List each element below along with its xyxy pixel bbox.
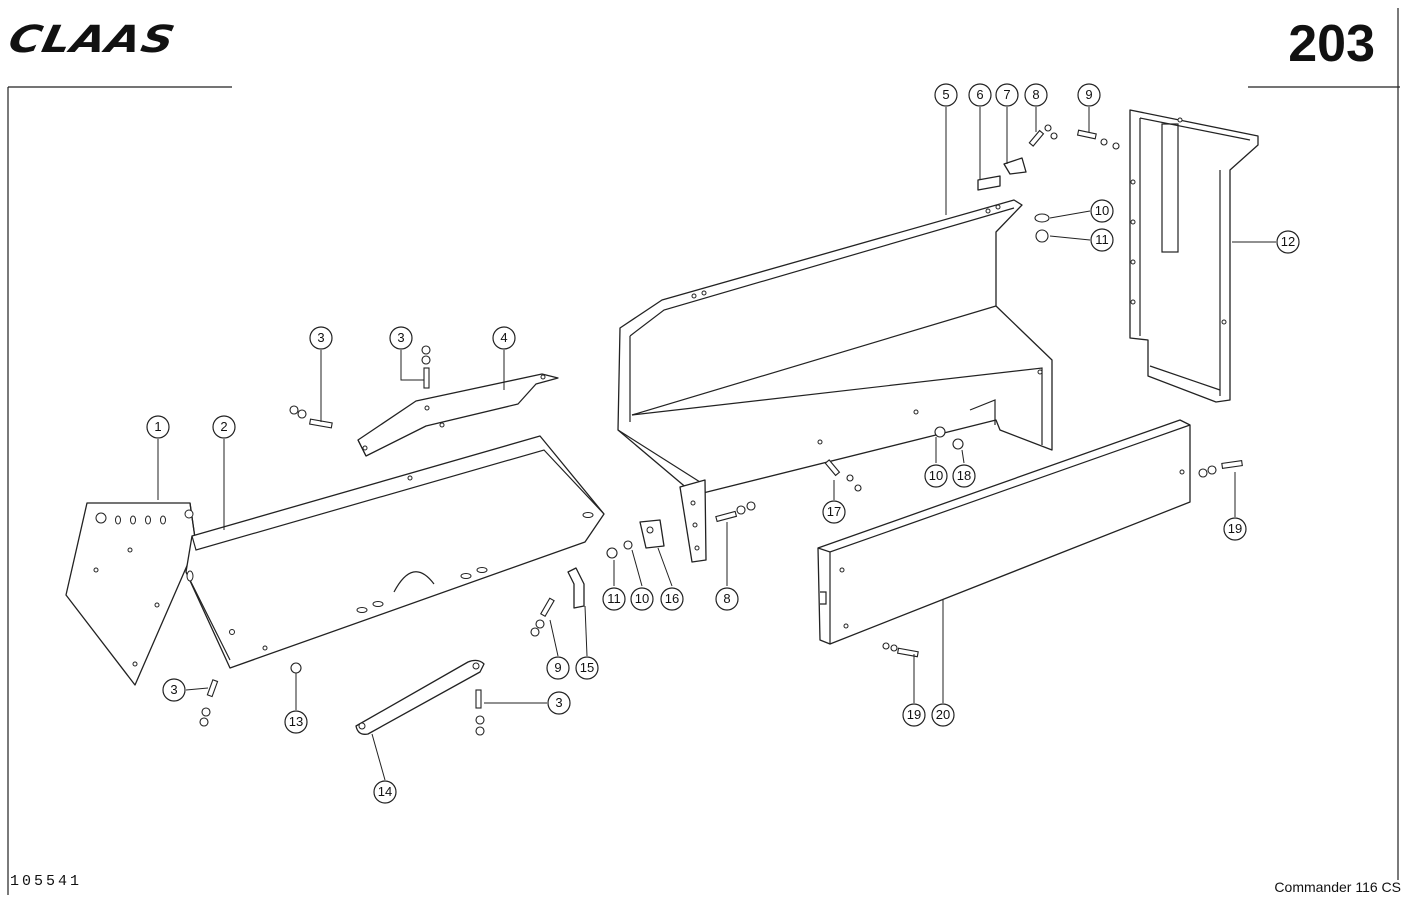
callout-10a: 10 bbox=[1090, 199, 1114, 223]
svg-text:1: 1 bbox=[154, 419, 161, 434]
svg-text:13: 13 bbox=[289, 714, 303, 729]
part-1-side-plate bbox=[65, 502, 197, 686]
callout-15: 15 bbox=[575, 656, 599, 680]
callout-3a: 3 bbox=[309, 326, 333, 350]
callout-18: 18 bbox=[952, 464, 976, 488]
svg-text:4: 4 bbox=[500, 330, 507, 345]
svg-text:11: 11 bbox=[1095, 232, 1109, 247]
svg-text:7: 7 bbox=[1003, 87, 1010, 102]
svg-text:17: 17 bbox=[827, 504, 841, 519]
drawing-number: 105541 bbox=[10, 873, 83, 890]
callout-7: 7 bbox=[995, 83, 1019, 107]
callout-20: 20 bbox=[931, 703, 955, 727]
callout-3b: 3 bbox=[389, 326, 413, 350]
callout-4: 4 bbox=[492, 326, 516, 350]
svg-text:18: 18 bbox=[957, 468, 971, 483]
callout-3d: 3 bbox=[162, 678, 186, 702]
model-name: Commander 116 CS bbox=[1274, 879, 1401, 895]
callout-8b: 8 bbox=[715, 587, 739, 611]
callout-5: 5 bbox=[934, 83, 958, 107]
svg-text:3: 3 bbox=[555, 695, 562, 710]
part-16-plate bbox=[639, 519, 665, 549]
callout-19b: 19 bbox=[902, 703, 926, 727]
callout-12: 12 bbox=[1276, 230, 1300, 254]
hardware-fasteners bbox=[199, 124, 1243, 736]
callout-16: 16 bbox=[660, 587, 684, 611]
callout-9a: 9 bbox=[1077, 83, 1101, 107]
part-6-tab bbox=[977, 175, 1001, 191]
part-20-rail bbox=[817, 419, 1191, 645]
svg-text:15: 15 bbox=[580, 660, 594, 675]
svg-text:3: 3 bbox=[317, 330, 324, 345]
part-2-long-guard bbox=[185, 435, 605, 669]
callout-6: 6 bbox=[968, 83, 992, 107]
callout-8a: 8 bbox=[1024, 83, 1048, 107]
callout-17: 17 bbox=[822, 500, 846, 524]
leader-lines bbox=[157, 107, 1276, 781]
part-5-main-cover bbox=[617, 199, 1053, 563]
page-frame bbox=[7, 8, 1400, 895]
svg-text:12: 12 bbox=[1281, 234, 1295, 249]
part-4-bracket-strip bbox=[357, 373, 559, 457]
svg-text:11: 11 bbox=[607, 591, 621, 606]
callout-1: 1 bbox=[146, 415, 170, 439]
callout-10b: 10 bbox=[924, 464, 948, 488]
callout-11a: 11 bbox=[1090, 228, 1114, 252]
svg-text:3: 3 bbox=[397, 330, 404, 345]
svg-text:10: 10 bbox=[1095, 203, 1109, 218]
svg-text:6: 6 bbox=[976, 87, 983, 102]
callout-14: 14 bbox=[373, 780, 397, 804]
svg-text:3: 3 bbox=[170, 682, 177, 697]
svg-text:2: 2 bbox=[220, 419, 227, 434]
callout-10c: 10 bbox=[630, 587, 654, 611]
svg-text:14: 14 bbox=[378, 784, 392, 799]
svg-text:8: 8 bbox=[723, 591, 730, 606]
callout-19a: 19 bbox=[1223, 517, 1247, 541]
svg-text:10: 10 bbox=[635, 591, 649, 606]
callout-13: 13 bbox=[284, 710, 308, 734]
svg-text:8: 8 bbox=[1032, 87, 1039, 102]
part-15-bracket bbox=[567, 567, 585, 609]
part-7-clip bbox=[1003, 157, 1027, 175]
svg-text:5: 5 bbox=[942, 87, 949, 102]
part-12-side-panel bbox=[1129, 109, 1259, 403]
svg-text:10: 10 bbox=[929, 468, 943, 483]
svg-text:20: 20 bbox=[936, 707, 950, 722]
page-number: 203 bbox=[1288, 15, 1375, 73]
svg-text:9: 9 bbox=[1085, 87, 1092, 102]
svg-text:9: 9 bbox=[554, 660, 561, 675]
callout-9b: 9 bbox=[546, 656, 570, 680]
svg-text:19: 19 bbox=[1228, 521, 1242, 536]
callout-2: 2 bbox=[212, 415, 236, 439]
svg-text:19: 19 bbox=[907, 707, 921, 722]
svg-text:16: 16 bbox=[665, 591, 679, 606]
callout-3c: 3 bbox=[547, 691, 571, 715]
callout-11b: 11 bbox=[602, 587, 626, 611]
part-14-rod bbox=[355, 659, 485, 735]
